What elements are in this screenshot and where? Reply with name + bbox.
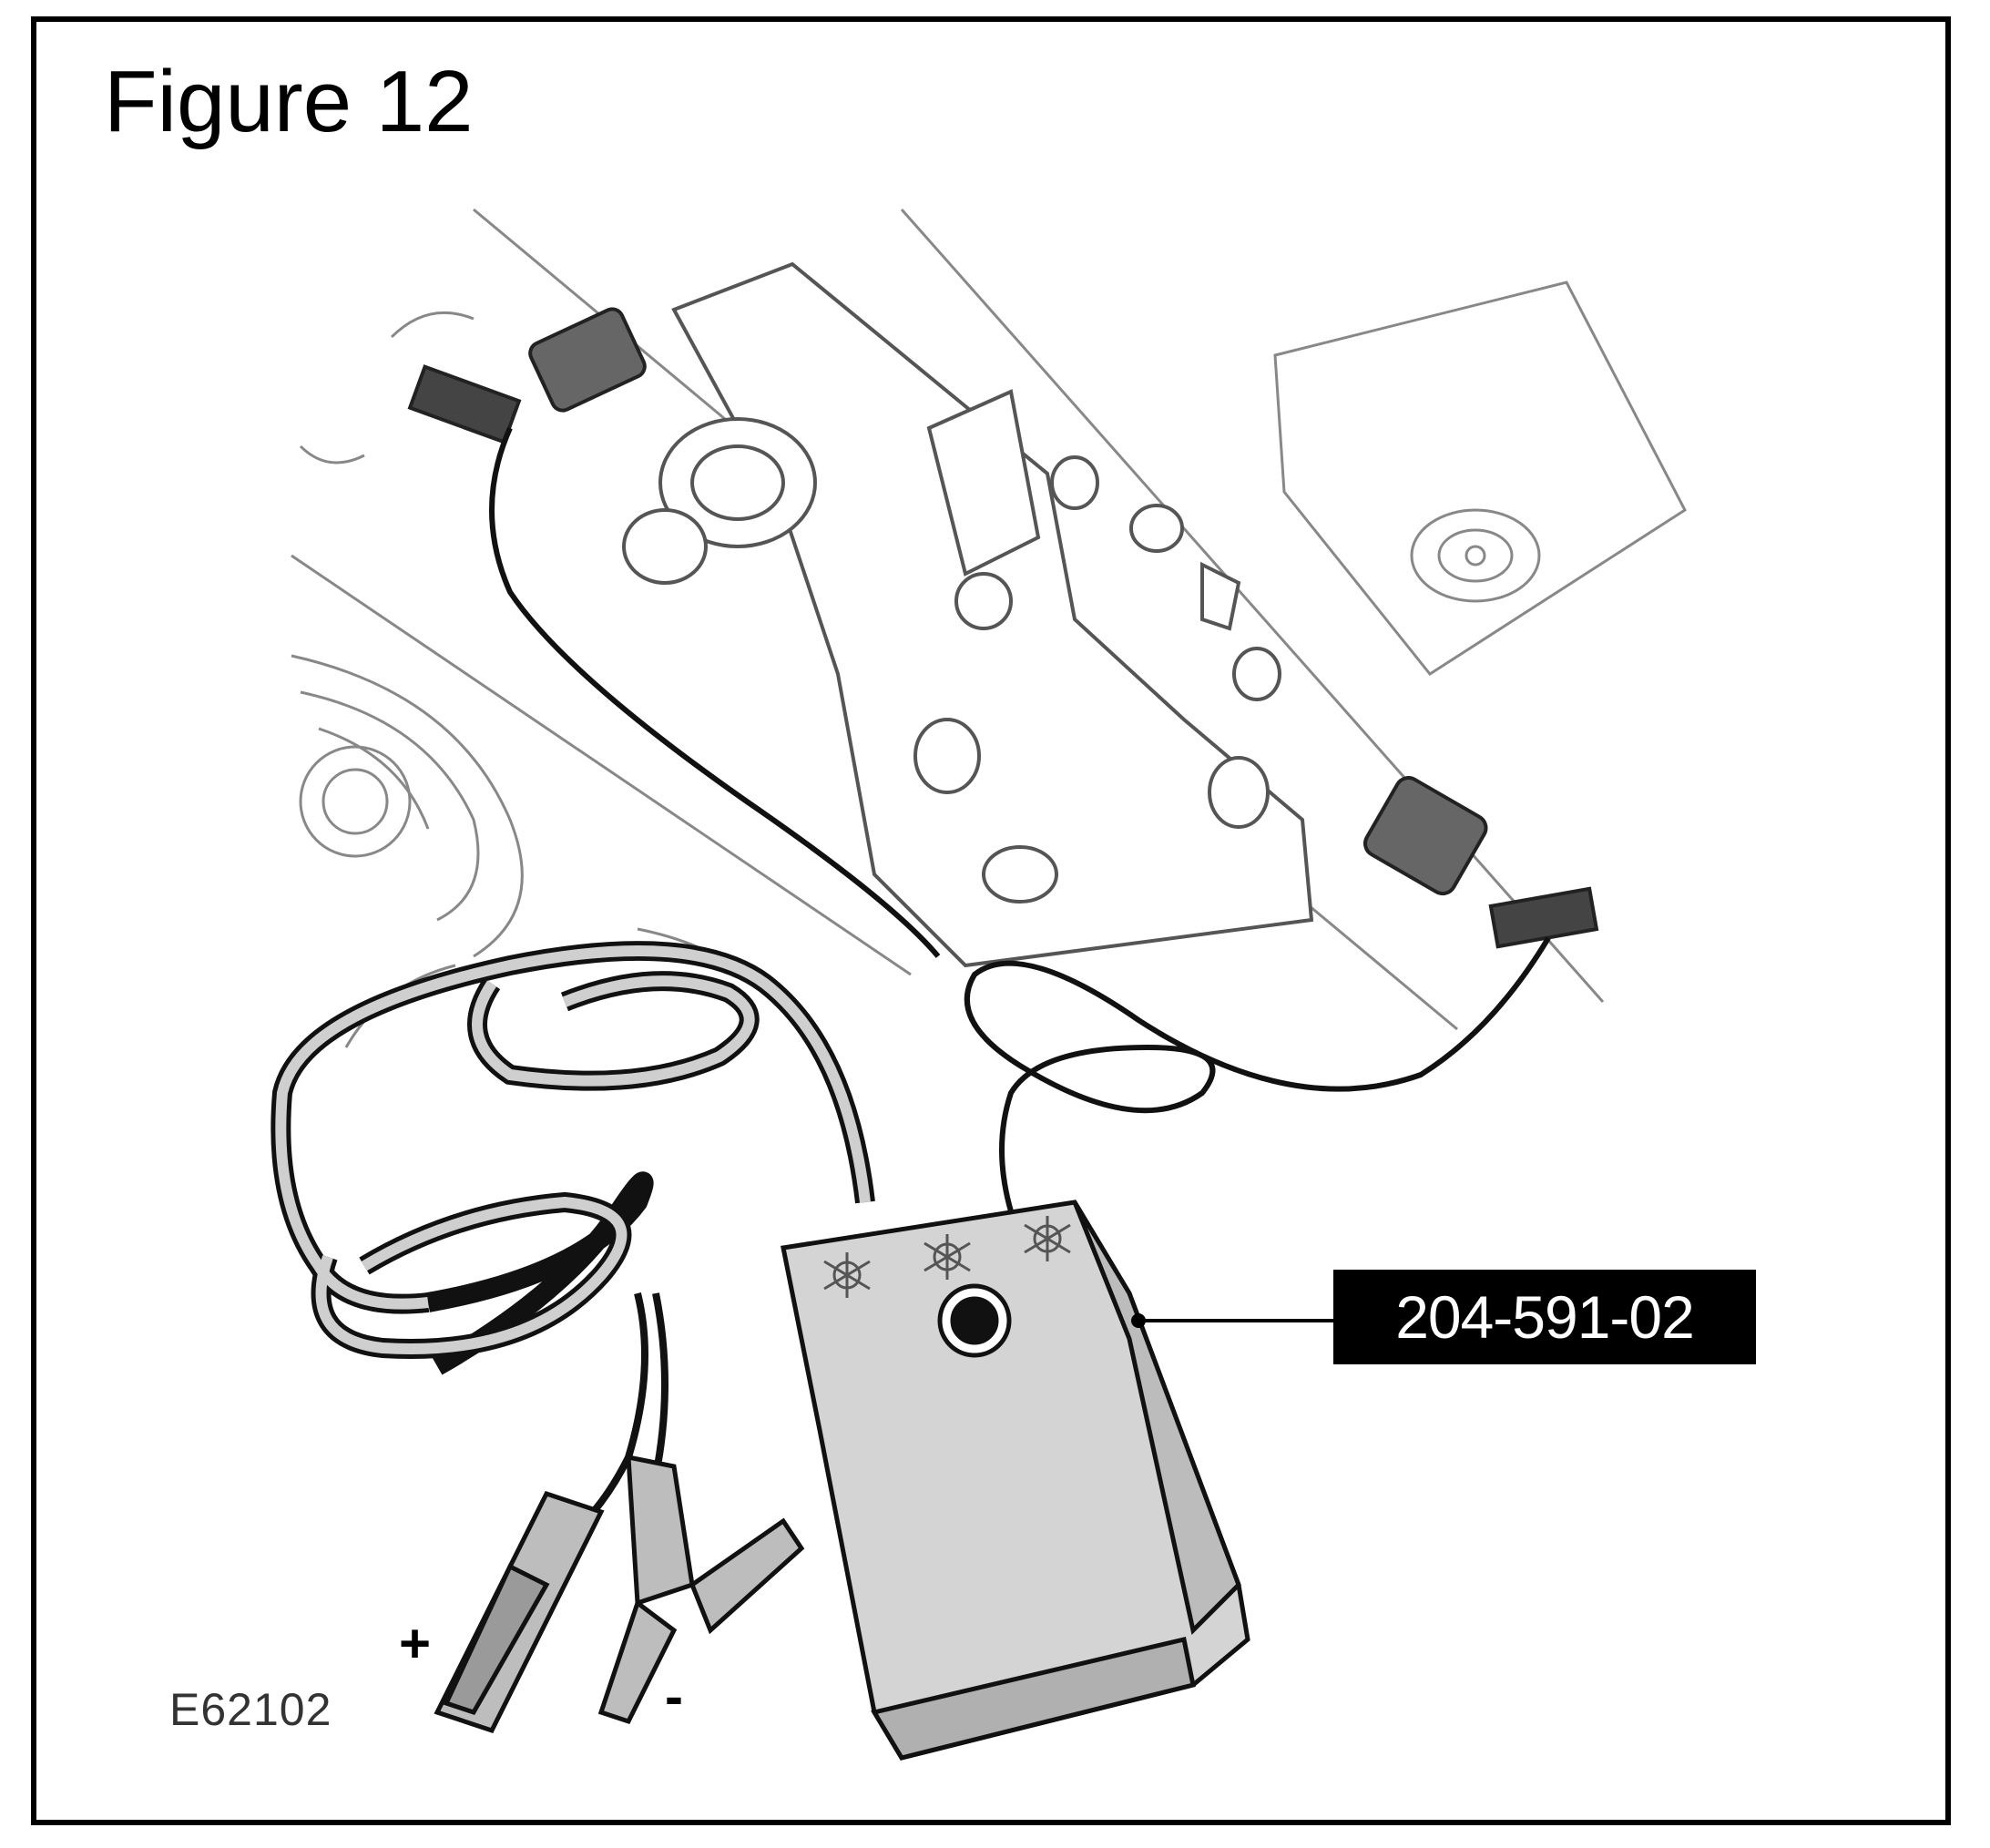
part-number-label: 204-591-02 xyxy=(1333,1270,1756,1364)
vehicle-structure xyxy=(291,208,1687,1048)
connector-lower xyxy=(1362,776,1599,949)
tester-tool-box xyxy=(781,1200,1250,1761)
connector-upper xyxy=(407,307,647,444)
status-led-3 xyxy=(1024,1216,1071,1261)
mounting-bracket xyxy=(622,261,1314,968)
figure-title: Figure 12 xyxy=(104,53,474,150)
positive-clamp xyxy=(434,1490,605,1734)
negative-sign: - xyxy=(665,1666,683,1727)
negative-clamp xyxy=(597,1454,805,1725)
power-cable-highlight xyxy=(275,945,871,1354)
positive-sign: + xyxy=(399,1613,432,1674)
signal-wires xyxy=(489,426,1551,1212)
status-led-2 xyxy=(924,1234,971,1280)
illustration-code: E62102 xyxy=(169,1684,332,1735)
status-led-1 xyxy=(823,1252,871,1298)
label-leader-line xyxy=(1131,1313,1333,1328)
